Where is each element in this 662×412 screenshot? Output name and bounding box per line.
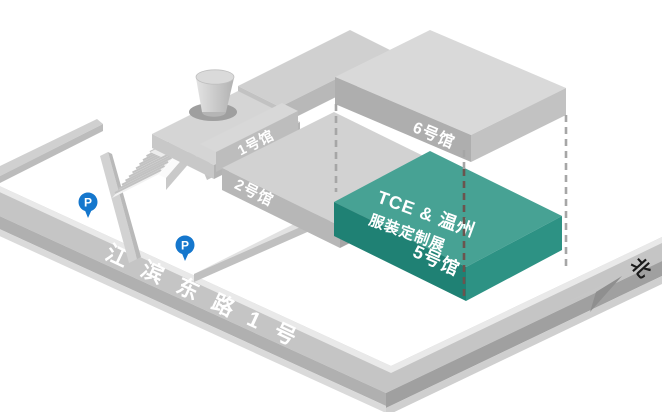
northwest-wall-front: [0, 124, 103, 183]
parking-pin-2-label: P: [181, 239, 189, 253]
road-front-right: [386, 261, 662, 408]
parking-pin-1-label: P: [84, 196, 92, 210]
hall-5-front-right: [466, 216, 562, 301]
road-front-right-bevel: [386, 276, 662, 412]
parking-pin-2-bubble: [175, 235, 195, 255]
north-arrow-light: [566, 276, 622, 302]
parking-pin-2: P: [175, 235, 195, 261]
tower-cylinder-top: [195, 69, 235, 85]
stair-tread-line: [121, 160, 169, 186]
hall-6: 6号馆: [335, 30, 566, 162]
hall-5-front-left: [334, 202, 466, 301]
hall-1-wing-top: [238, 30, 392, 107]
connector-path-front: [194, 214, 330, 282]
terrace-west-wall-edge: [108, 152, 141, 259]
hall-6-top: [335, 30, 566, 135]
hall-5-highlight: TCE & 温州 服装定制展 5号馆: [334, 151, 562, 301]
stair-tread-line: [128, 152, 176, 178]
hall-5-top: [334, 151, 562, 267]
projection-lines: [334, 104, 568, 296]
terrace-west-wall: [100, 152, 137, 263]
stair-tread-line: [125, 156, 172, 182]
hall-1-platform-top: [152, 91, 300, 165]
stair-tread-line: [114, 169, 162, 194]
parking-pin-1-bubble: [78, 192, 98, 212]
hall-6-front-left: [335, 77, 471, 162]
hall-1-platform-front-left: [152, 134, 214, 179]
parking-pin-1: P: [78, 192, 98, 218]
road-surface: [0, 186, 662, 393]
road-front-left-bevel: [0, 229, 386, 412]
road-front-left: [0, 216, 386, 406]
hall-6-front-right: [471, 88, 566, 162]
hall-1-step-top: [200, 103, 298, 152]
stair-tread-line: [118, 165, 165, 190]
hall-1-step-face: [216, 111, 298, 172]
inner-walkways: [0, 119, 330, 282]
northwest-wall-top: [0, 119, 103, 176]
hall-2-front-left: [222, 168, 340, 248]
north-arrow-dark: [590, 276, 622, 312]
tower-cylinder-body: [196, 78, 234, 112]
